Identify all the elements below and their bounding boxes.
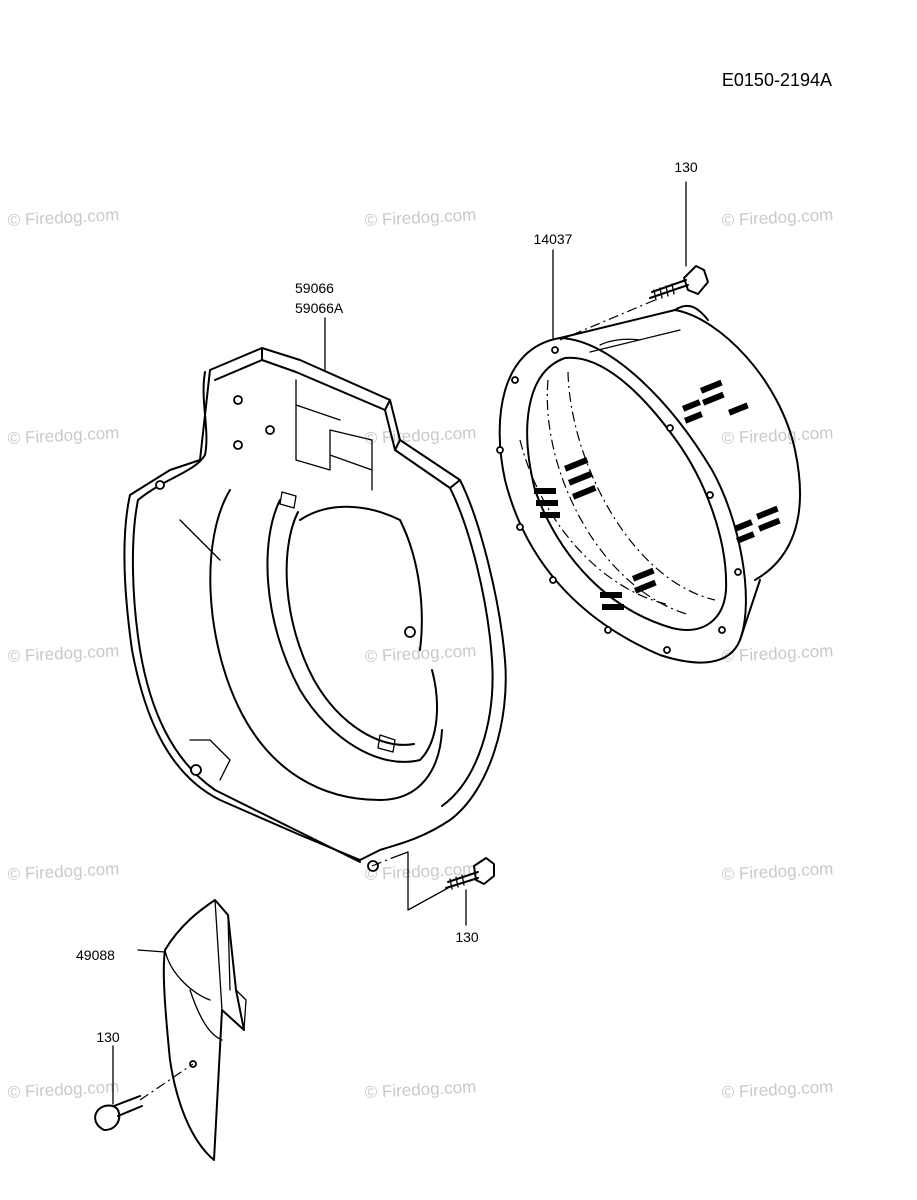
fan-housing-drawing xyxy=(123,347,507,872)
label-housing-b: 59066A xyxy=(295,300,344,316)
watermarks: © Firedog.com © Firedog.com © Firedog.co… xyxy=(7,205,834,1102)
watermark: © Firedog.com xyxy=(364,205,477,230)
watermark: © Firedog.com xyxy=(721,1077,834,1102)
watermark: © Firedog.com xyxy=(721,423,834,448)
watermark: © Firedog.com xyxy=(721,205,834,230)
bolt-top-drawing xyxy=(649,265,709,301)
flange-ring-drawing xyxy=(496,304,802,664)
bolt-bottom-drawing xyxy=(94,1095,143,1131)
label-bolt-middle: 130 xyxy=(455,929,479,945)
label-flange-ring: 14037 xyxy=(534,231,573,247)
label-housing-a: 59066 xyxy=(295,280,334,296)
label-cover-plate: 49088 xyxy=(76,947,115,963)
watermark: © Firedog.com xyxy=(7,1077,120,1102)
watermark: © Firedog.com xyxy=(721,859,834,884)
bolt-middle-drawing xyxy=(445,857,495,890)
watermark: © Firedog.com xyxy=(7,641,120,666)
document-id: E0150-2194A xyxy=(722,70,832,90)
watermark: © Firedog.com xyxy=(364,1077,477,1102)
watermark: © Firedog.com xyxy=(7,859,120,884)
label-bolt-bottom: 130 xyxy=(96,1029,120,1045)
leader-lines xyxy=(112,181,687,1105)
watermark: © Firedog.com xyxy=(7,205,120,230)
cover-plate-drawing xyxy=(162,899,247,1161)
label-bolt-top: 130 xyxy=(674,159,698,175)
watermark: © Firedog.com xyxy=(7,423,120,448)
watermark: © Firedog.com xyxy=(364,423,477,448)
